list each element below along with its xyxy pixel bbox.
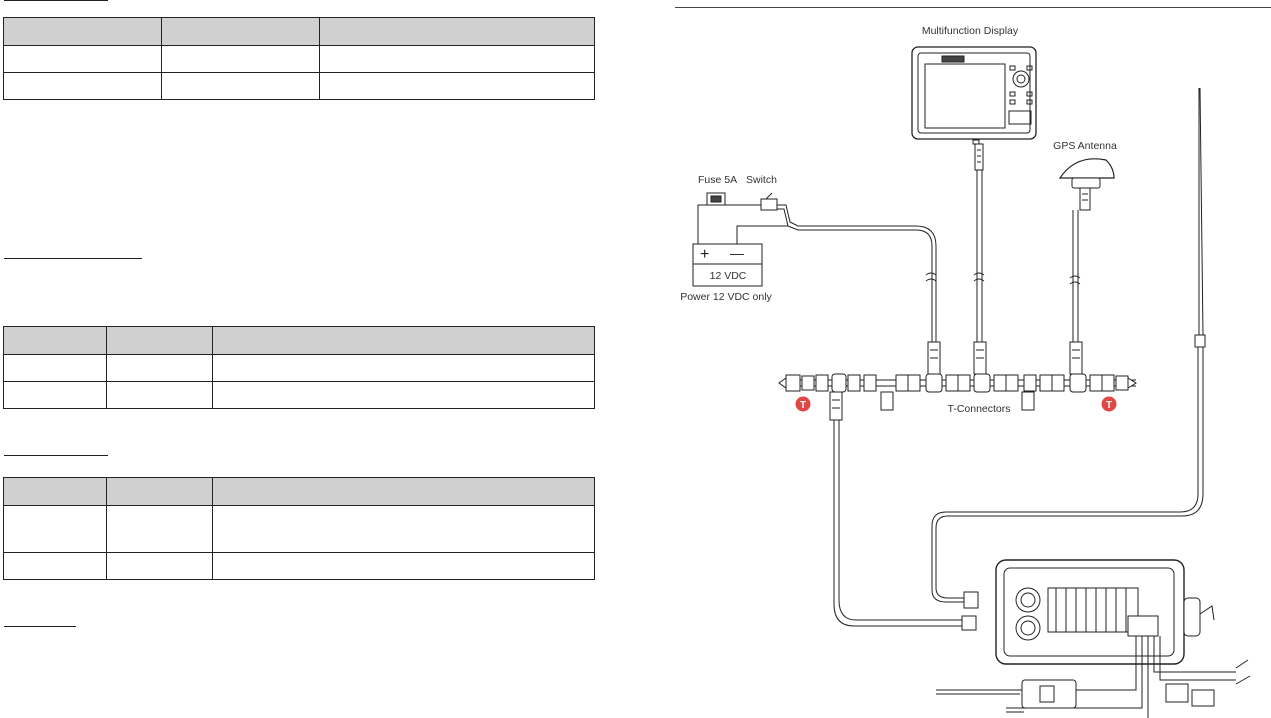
table-header-cell [3,326,107,355]
table-header-cell [319,17,595,46]
spec-table-2 [3,326,595,409]
table-header-cell [106,326,213,355]
left-page [0,0,600,718]
table-row [3,72,595,100]
mfd-label: Multifunction Display [922,25,1019,37]
table-header-cell [3,477,107,506]
vhf-radio-back [995,559,1215,665]
wiring-diagram: Multifunction Display GPS Antenna [680,25,1251,718]
nmea-backbone [778,341,1137,421]
table-row [3,354,595,382]
table-header-cell [3,17,162,46]
table-cell [106,552,213,580]
table-cell [161,72,320,100]
terminator-left: T [795,396,811,412]
table-cell [319,72,595,100]
table-cell [106,354,213,382]
table-cell [3,381,107,409]
table-header-cell [106,477,213,506]
page-top-rule [675,7,1271,8]
fuse-label: Fuse 5A [698,174,737,186]
table-cell [3,45,162,73]
table-cell [161,45,320,73]
table-cell [3,72,162,100]
spec-table-1 [3,17,595,100]
section-heading-underline [4,626,76,627]
terminator-right-glyph: T [1106,400,1112,411]
table-cell [3,354,107,382]
terminator-right: T [1101,396,1117,412]
table-header-cell [212,477,595,506]
power-only-label: Power 12 VDC only [680,291,772,303]
radio-drop-cable [833,420,979,631]
spec-table-3 [3,477,595,580]
table-header-cell [161,17,320,46]
table-cell [3,505,107,553]
table-row [3,45,595,73]
multifunction-display [911,46,1037,145]
gps-antenna [1058,158,1115,342]
battery-label: 12 VDC [710,270,747,282]
table-cell [3,552,107,580]
table-cell [212,381,595,409]
table-cell [106,381,213,409]
table-header-row [3,477,595,506]
table-row [3,381,595,409]
table-header-row [3,17,595,46]
table-row [3,505,595,553]
mfd-drop-cable [973,143,985,342]
section-heading-underline [4,258,142,259]
radio-leads [936,636,1251,718]
power-wiring [692,192,937,342]
battery-plus-sign: + [700,246,709,263]
table-cell [212,552,595,580]
terminator-left-glyph: T [800,400,806,411]
battery-minus-sign: — [730,245,744,261]
switch-label: Switch [746,174,777,186]
gps-antenna-label: GPS Antenna [1053,140,1117,152]
table-row [3,552,595,580]
table-header-row [3,326,595,355]
table-cell [106,505,213,553]
table-cell [212,505,595,553]
table-header-cell [212,326,595,355]
t-connectors-label: T-Connectors [947,403,1010,415]
table-cell [319,45,595,73]
section-heading-underline [4,455,108,456]
vhf-antenna [931,87,1206,603]
table-cell [212,354,595,382]
section-heading-underline [4,0,108,1]
